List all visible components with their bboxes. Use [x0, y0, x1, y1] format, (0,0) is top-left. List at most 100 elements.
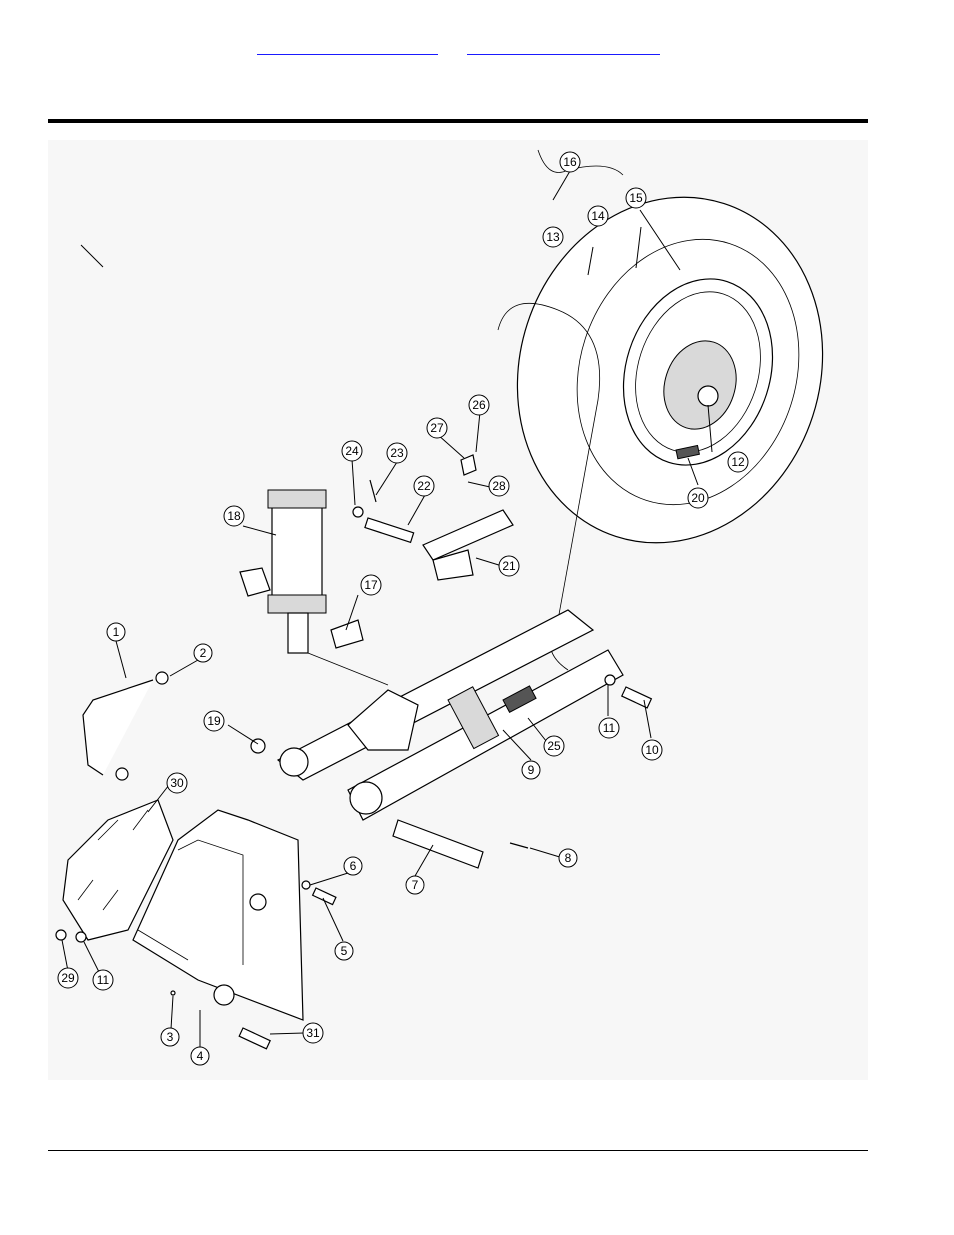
svg-text:15: 15: [629, 191, 643, 205]
svg-text:9: 9: [528, 763, 535, 777]
svg-text:5: 5: [341, 944, 348, 958]
callout-22: 22: [413, 475, 435, 497]
washer-6: [301, 880, 311, 890]
callout-19: 19: [203, 710, 225, 732]
pin-8: [509, 842, 529, 849]
cylinder-body: [271, 499, 323, 611]
svg-text:29: 29: [61, 971, 75, 985]
nut-29: [55, 929, 67, 941]
handle-nut-bottom: [115, 767, 129, 781]
cylinder-linkage: [307, 652, 389, 686]
callout-28: 28: [488, 475, 510, 497]
svg-text:22: 22: [417, 479, 431, 493]
callout-10: 10: [641, 739, 663, 761]
fitting-3: [170, 990, 176, 996]
svg-text:14: 14: [591, 209, 605, 223]
washer-11-right: [604, 674, 616, 686]
bushing: [213, 984, 235, 1006]
bracket-30-slots: [77, 809, 149, 911]
bracket-tab: [432, 549, 474, 581]
callout-14: 14: [587, 205, 609, 227]
washer-11-left: [75, 931, 87, 943]
callout-21: 21: [498, 555, 520, 577]
bracket-4: [132, 809, 304, 1021]
clip-27: [460, 454, 477, 476]
svg-text:27: 27: [430, 421, 444, 435]
svg-text:16: 16: [563, 155, 577, 169]
parts-diagram-frame: 1 2 3 4 5 6 7 8 9 10 11 11 12 13 14 15 1…: [48, 140, 868, 1080]
svg-text:6: 6: [350, 859, 357, 873]
wheel-assembly: [497, 149, 824, 671]
callout-18: 18: [223, 505, 245, 527]
svg-text:3: 3: [167, 1030, 174, 1044]
mount-brackets: [55, 799, 304, 1021]
callouts: 1 2 3 4 5 6 7 8 9 10 11 11 12 13 14 15 1…: [57, 151, 749, 1066]
cylinder-mount-right: [330, 619, 364, 649]
washer-24: [352, 506, 364, 518]
svg-text:30: 30: [170, 776, 184, 790]
callout-6: 6: [343, 856, 363, 876]
callout-29: 29: [57, 967, 79, 989]
pivot-pin: [392, 819, 529, 869]
pin-23: [369, 479, 377, 503]
handle-assembly: [82, 671, 266, 781]
callout-17: 17: [360, 574, 382, 596]
bracket-plate: [422, 509, 514, 561]
callout-9: 9: [521, 760, 541, 780]
bracket-4-edges: [137, 839, 244, 965]
svg-text:20: 20: [691, 491, 705, 505]
wheel-hub: [663, 340, 737, 430]
nav-link-2[interactable]: [467, 38, 660, 55]
callout-24: 24: [341, 440, 363, 462]
svg-text:1: 1: [113, 625, 120, 639]
svg-text:23: 23: [390, 446, 404, 460]
nav-link-1[interactable]: [257, 38, 438, 55]
svg-text:31: 31: [306, 1026, 320, 1040]
callout-25: 25: [543, 735, 565, 757]
svg-text:21: 21: [502, 559, 516, 573]
cylinder-cap: [267, 489, 327, 509]
rim-inner: [635, 291, 761, 453]
handle-nut-top: [155, 671, 169, 685]
svg-text:24: 24: [345, 444, 359, 458]
bracket-30: [62, 799, 174, 941]
arm-pivot-upper: [279, 747, 309, 777]
callout-8: 8: [558, 848, 578, 868]
svg-text:18: 18: [227, 509, 241, 523]
pin-22: [364, 517, 415, 544]
svg-text:26: 26: [472, 398, 486, 412]
callout-23: 23: [386, 442, 408, 464]
callout-31: 31: [302, 1022, 324, 1044]
cylinder-rod: [287, 612, 309, 654]
bolt-10: [620, 686, 653, 709]
hub-cap: [697, 385, 719, 407]
callout-30: 30: [166, 772, 188, 794]
callout-11-left: 11: [92, 969, 114, 991]
svg-text:10: 10: [645, 743, 659, 757]
callout-3: 3: [160, 1027, 180, 1047]
tire-inner-edge: [576, 238, 800, 506]
cylinder-base: [267, 594, 327, 614]
arm-decal: [502, 685, 537, 714]
bracket-4-hole: [249, 893, 267, 911]
svg-text:2: 2: [200, 646, 207, 660]
callout-4: 4: [190, 1046, 210, 1066]
cylinder-mount-left: [239, 567, 271, 597]
header-rule: [48, 119, 868, 123]
valve-stem-line: [537, 149, 624, 176]
svg-text:11: 11: [97, 973, 110, 987]
pin-7: [392, 819, 484, 869]
upper-bracket: [352, 454, 514, 581]
svg-text:25: 25: [547, 739, 561, 753]
air-cylinder: [239, 489, 389, 686]
callout-5: 5: [334, 941, 354, 961]
callout-13: 13: [542, 226, 564, 248]
gauge-wheel-arm: [276, 609, 624, 821]
svg-text:13: 13: [546, 230, 560, 244]
svg-text:12: 12: [731, 455, 745, 469]
arm-bracket: [347, 689, 419, 751]
wheel-decal: [675, 444, 700, 460]
arm-spacer: [447, 686, 500, 750]
svg-text:17: 17: [364, 578, 378, 592]
arm-pivot-lower: [349, 781, 383, 815]
